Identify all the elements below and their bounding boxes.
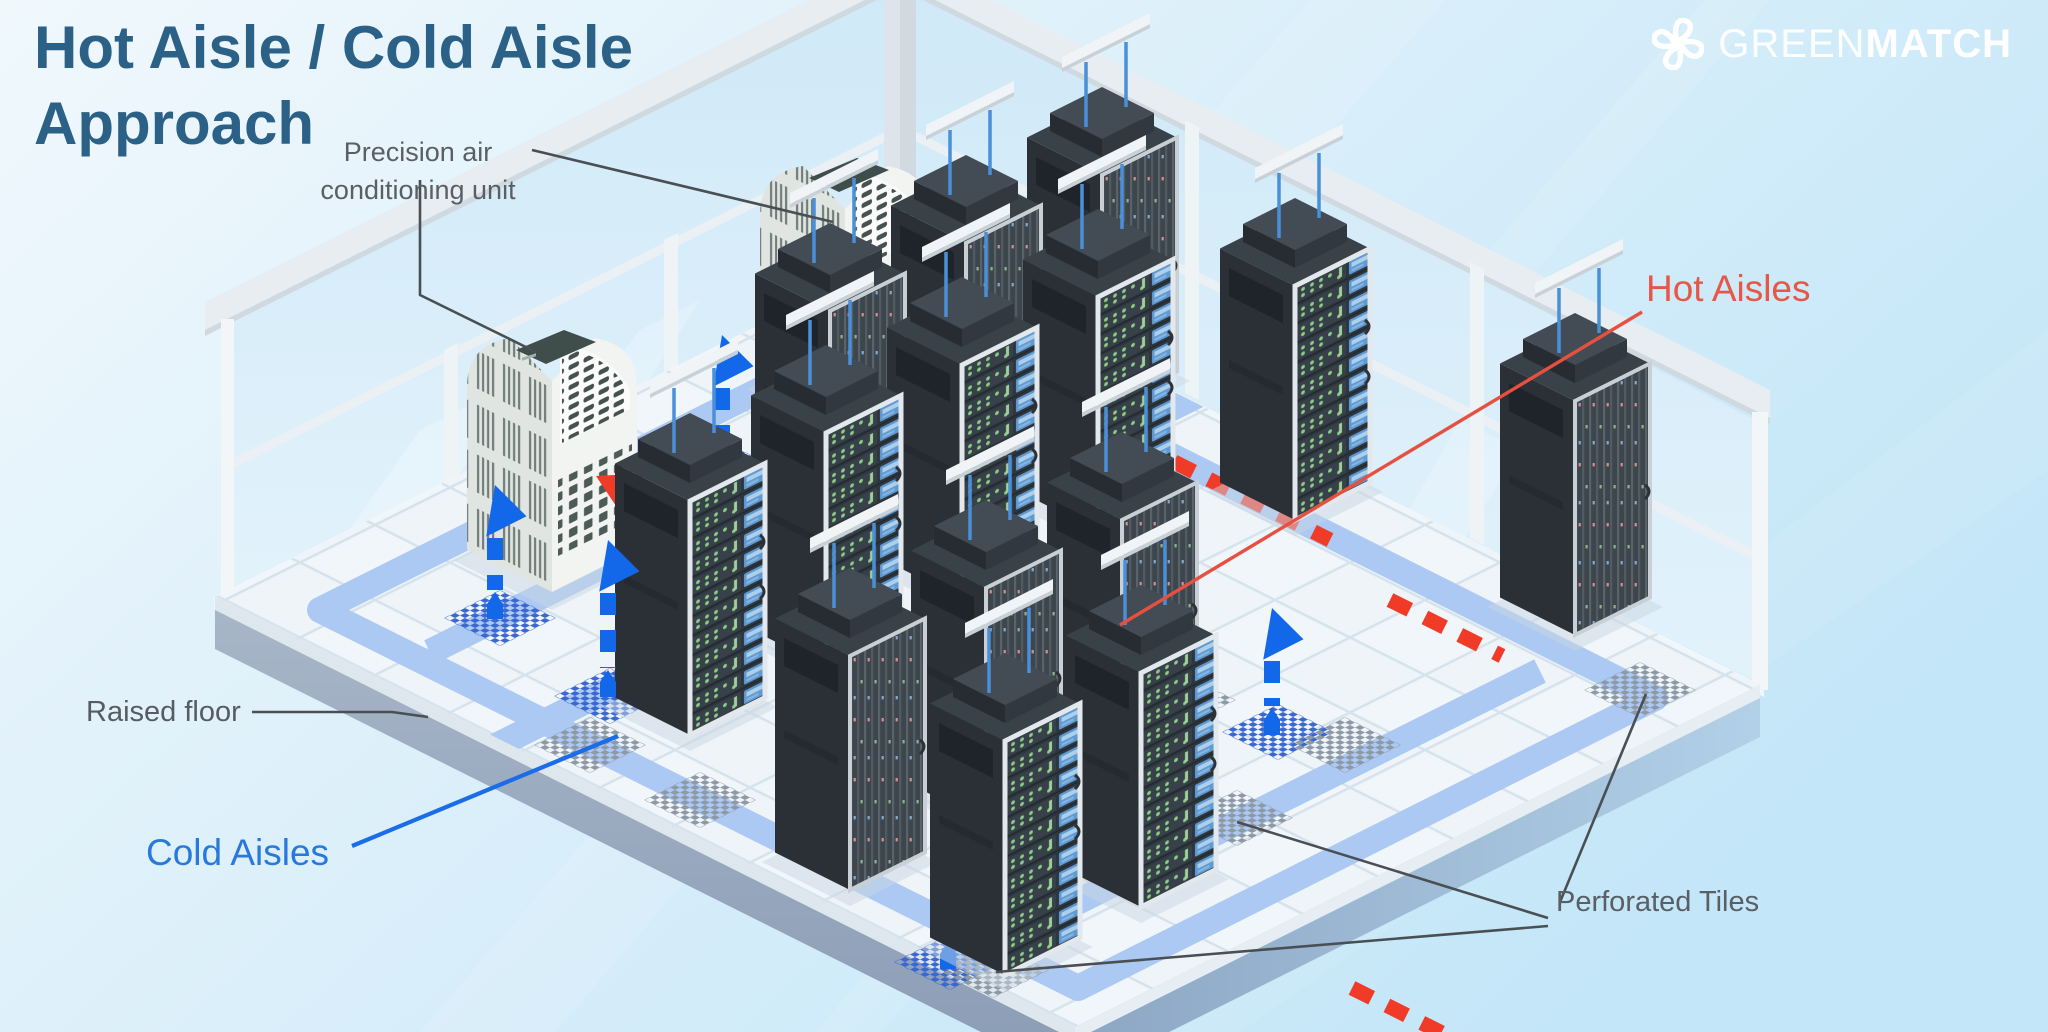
ac-pointer-line-1 bbox=[418, 180, 537, 354]
raised-floor-pointer-line bbox=[252, 710, 429, 719]
cold-aisles-pointer-line bbox=[351, 734, 619, 848]
hot-aisles-pointer-line bbox=[1119, 310, 1643, 627]
cold-air-arrow-right bbox=[1251, 602, 1306, 735]
perforated-pointer-line-3 bbox=[1558, 693, 1648, 903]
ac-pointer-line-2 bbox=[531, 148, 834, 224]
pointer-lines bbox=[252, 148, 1648, 974]
perforated-pointer-line-2 bbox=[995, 924, 1549, 974]
perforated-pointer-line-1 bbox=[1236, 820, 1549, 920]
